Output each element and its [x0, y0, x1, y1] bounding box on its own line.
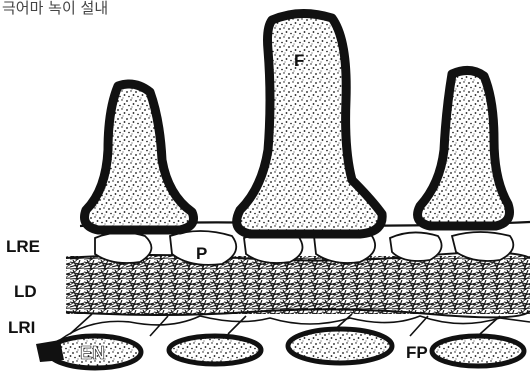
lre-cell [390, 232, 442, 261]
label-p: P [196, 244, 207, 263]
fp-oval [432, 336, 524, 366]
label-f: F [294, 51, 304, 70]
label-ld: LD [14, 282, 37, 301]
dense-fiber-layer [66, 256, 530, 314]
papilla-right [418, 70, 510, 226]
label-fp: FP [406, 343, 428, 362]
label-en: EN [80, 343, 105, 363]
top-caption: 극어마 녹이 설내 [2, 0, 108, 17]
lre-cell [95, 232, 151, 263]
label-lri: LRI [8, 318, 35, 337]
label-lre: LRE [6, 237, 40, 256]
papilla-center [237, 13, 382, 234]
papillae [85, 13, 510, 234]
en-fp-row [36, 329, 524, 368]
papilla-left [85, 84, 194, 230]
fp-oval [169, 336, 261, 364]
left-dark-cap [36, 340, 64, 362]
lri-strand [70, 314, 500, 336]
fp-oval [288, 329, 392, 363]
